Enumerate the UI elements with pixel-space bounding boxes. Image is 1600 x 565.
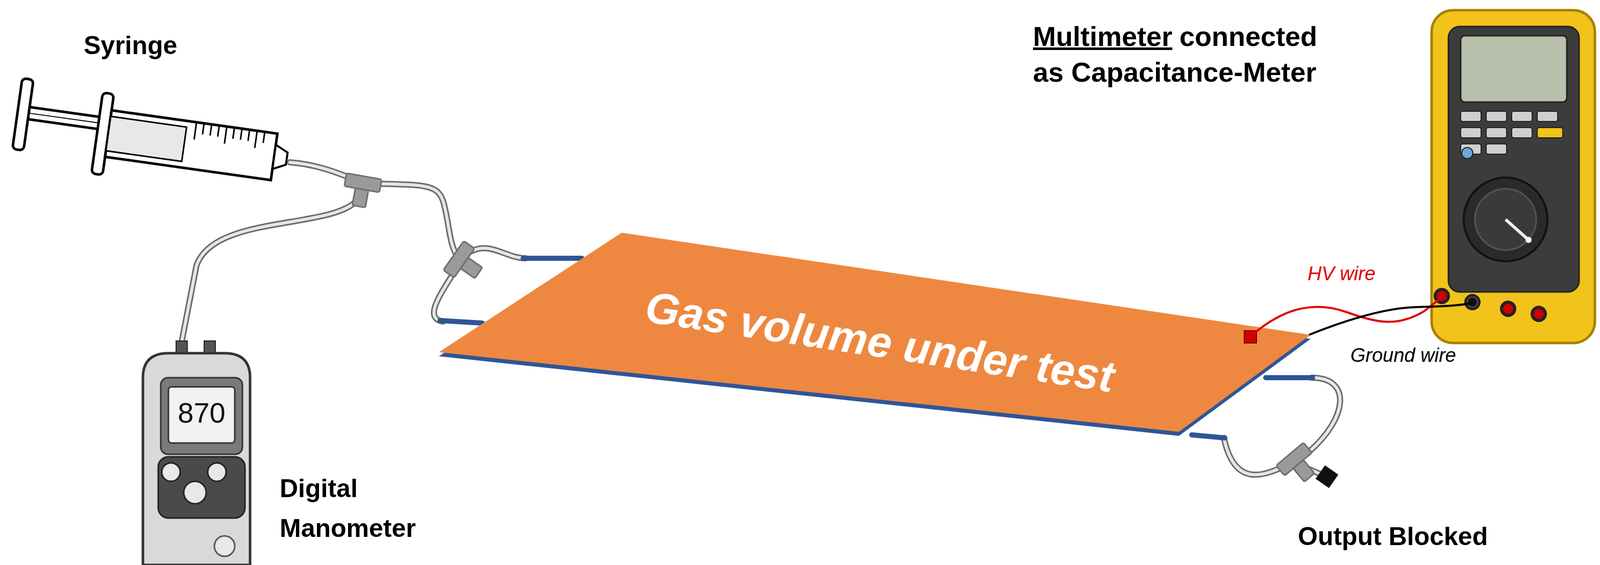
wire-label: Ground wire: [1350, 344, 1457, 367]
wire-label-holder: HV wire: [1307, 262, 1376, 285]
hv-contact: [1244, 330, 1257, 343]
gas-volume-plate: Gas volume under test: [438, 232, 1311, 437]
wire-label-holder: Ground wire: [1350, 344, 1457, 367]
part-label: Output Blocked: [1297, 521, 1488, 552]
heading-label-holder: connected: [1179, 20, 1318, 53]
syringe-drawing: [10, 78, 293, 201]
blocked-plug: [1315, 465, 1339, 489]
gas-tubing: [179, 162, 1341, 475]
display-reading: 870: [177, 396, 226, 430]
manometer-drawing: [142, 340, 251, 565]
part-label: Syringe: [83, 30, 178, 61]
multimeter-drawing: [1431, 10, 1595, 343]
part-label-holder: Output Blocked: [1297, 521, 1488, 552]
wire-label: HV wire: [1307, 262, 1376, 285]
t-connector: [341, 173, 1324, 489]
display-reading-holder: 870: [168, 396, 235, 430]
hv-wire: [1252, 298, 1441, 335]
part-label-holder: Digital Manometer: [279, 468, 464, 549]
part-label: Digital Manometer: [279, 468, 464, 549]
heading-label-holder: Multimeter: [1032, 20, 1173, 53]
heading-label: Multimeter: [1032, 20, 1173, 53]
heading-label-holder: as Capacitance-Meter: [1032, 56, 1317, 88]
ground-wire: [1309, 303, 1472, 335]
part-label-holder: Syringe: [83, 30, 178, 61]
heading-label: connected: [1179, 20, 1318, 53]
heading-label: as Capacitance-Meter: [1032, 56, 1317, 88]
